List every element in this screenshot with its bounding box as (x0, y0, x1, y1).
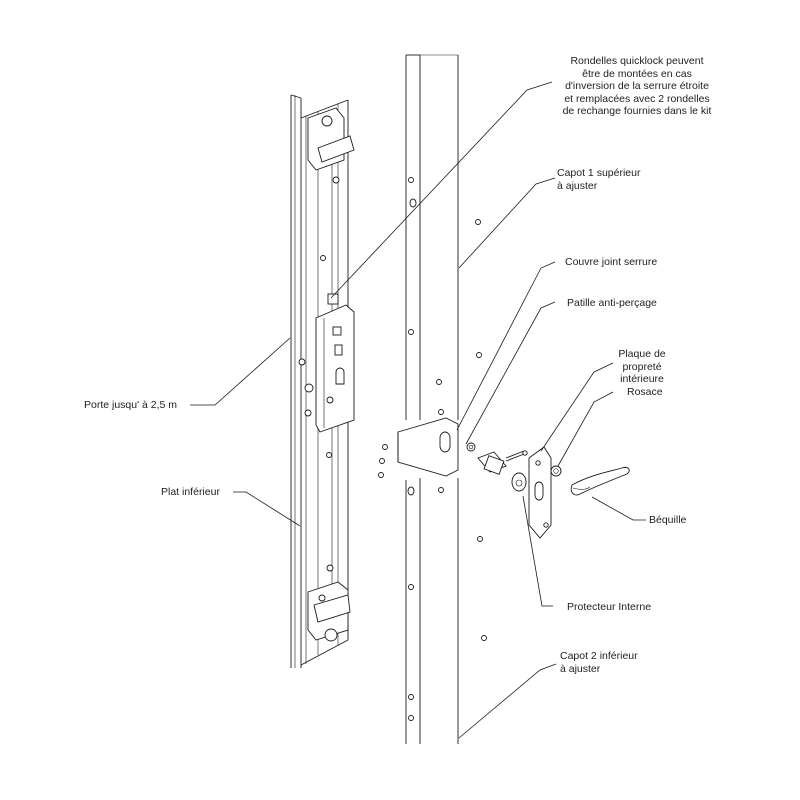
label-patille: Patille anti-perçage (567, 297, 657, 309)
interior-cover-plate (528, 446, 552, 539)
leader-lines (190, 81, 646, 739)
frame-upper (405, 54, 482, 420)
anti-drill-pad (466, 442, 476, 452)
label-porte: Porte jusqu' à 2,5 m (84, 399, 178, 411)
lock-case (298, 304, 355, 433)
bottom-bolt-mechanism (307, 452, 351, 642)
label-plaque-proprete: Plaque de propreté intérieure (600, 348, 684, 386)
label-plaque-line-1: Plaque de (618, 348, 666, 360)
label-rondelles-line-1: Rondelles quicklock peuvent (570, 55, 704, 67)
label-capot-2: Capot 2 inférieur à ajuster (560, 650, 638, 675)
strike-plate (378, 417, 459, 478)
label-plaque-line-2: propreté (622, 360, 662, 373)
label-bequille: Béquille (649, 514, 687, 526)
label-rondelles-line-5: de rechange fournies dans le kit (562, 105, 712, 117)
label-protecteur-interne: Protecteur Interne (567, 601, 652, 613)
label-capot-1-line-2: à ajuster (557, 179, 598, 192)
label-capot-2-line-2: à ajuster (560, 662, 601, 675)
internal-protector (511, 472, 527, 492)
label-capot-1-line-1: Capot 1 supérieur (557, 167, 641, 179)
label-rondelles-line-2: être de montées en cas (582, 67, 692, 80)
label-rosace: Rosace (627, 386, 663, 398)
label-capot-2-line-1: Capot 2 inférieur (560, 650, 638, 662)
label-plat-inferieur: Plat inférieur (161, 486, 220, 498)
label-rondelles-line-4: et remplacées avec 2 rondelles (564, 92, 710, 105)
label-capot-1: Capot 1 supérieur à ajuster (557, 167, 640, 192)
door-panel (290, 94, 302, 668)
label-rondelles-line-3: d'inversion de la serrure étroite (565, 80, 709, 92)
rosette (550, 465, 562, 477)
label-plaque-line-3: intérieure (620, 373, 664, 385)
label-couvre-joint: Couvre joint serrure (565, 256, 658, 268)
frame-lower (405, 478, 487, 744)
lever-handle (570, 467, 630, 496)
label-rondelles-quicklock: Rondelles quicklock peuvent être de mont… (544, 55, 730, 118)
top-bolt-mechanism (307, 107, 355, 305)
cylinder (477, 450, 528, 475)
